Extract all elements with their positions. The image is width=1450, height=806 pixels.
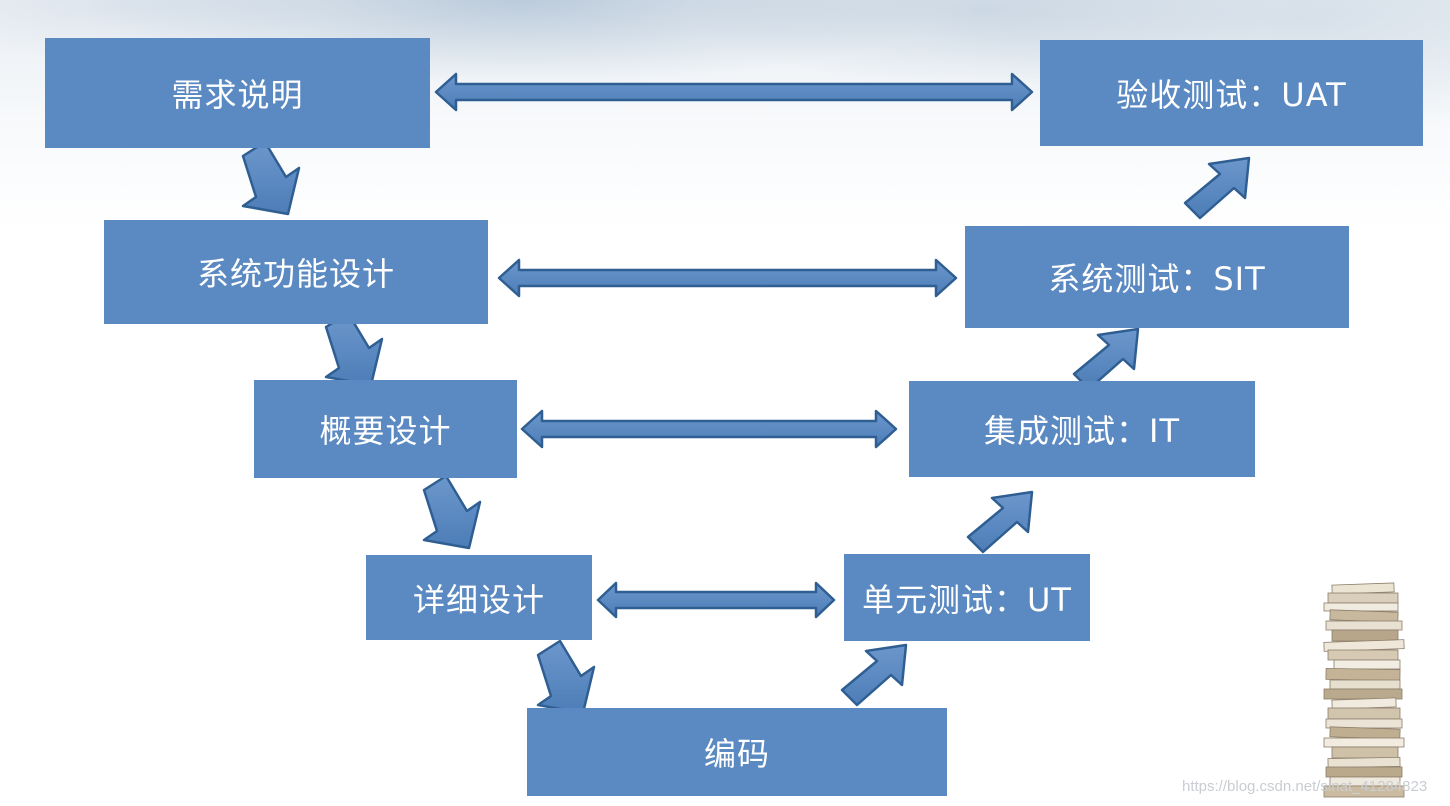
stage-label-detailed-design: 详细设计 xyxy=(412,580,545,619)
stage-label-functional-design: 系统功能设计 xyxy=(196,255,395,293)
stage-label-unit-test: 单元测试：UT xyxy=(862,580,1072,619)
up-arrow-2 xyxy=(966,490,1034,554)
double-arrow-requirements-uat xyxy=(434,72,1034,112)
stage-label-acceptance-test: 验收测试：UAT xyxy=(1116,76,1347,114)
watermark-url: https://blog.csdn.net/sinat_41284823 xyxy=(1182,778,1428,795)
double-arrow-functional-sit xyxy=(497,258,958,298)
up-arrow-1 xyxy=(840,643,908,707)
stage-label-coding: 编码 xyxy=(703,735,770,773)
down-arrow-3 xyxy=(422,474,482,550)
stage-box-functional-design: 系统功能设计 xyxy=(104,220,488,324)
stage-label-overview-design: 概要设计 xyxy=(319,412,452,450)
double-arrow-overview-it xyxy=(520,409,898,449)
stage-box-overview-design: 概要设计 xyxy=(254,380,517,478)
stage-label-system-test: 系统测试：SIT xyxy=(1048,260,1266,298)
stage-label-requirements: 需求说明 xyxy=(171,76,304,114)
stage-box-coding: 编码 xyxy=(527,708,947,796)
stage-box-system-test: 系统测试：SIT xyxy=(965,226,1349,328)
stage-box-unit-test: 单元测试：UT xyxy=(844,554,1090,641)
down-arrow-4 xyxy=(536,639,596,715)
down-arrow-1 xyxy=(241,140,301,216)
stage-box-integration-test: 集成测试：IT xyxy=(909,381,1255,477)
stage-box-requirements: 需求说明 xyxy=(45,38,430,148)
double-arrow-detailed-ut xyxy=(596,581,836,619)
stage-box-detailed-design: 详细设计 xyxy=(366,555,592,640)
book-stack-image xyxy=(1323,582,1405,798)
stage-box-acceptance-test: 验收测试：UAT xyxy=(1040,40,1423,146)
up-arrow-3 xyxy=(1072,327,1140,391)
up-arrow-4 xyxy=(1183,156,1251,220)
stage-label-integration-test: 集成测试：IT xyxy=(984,412,1180,450)
